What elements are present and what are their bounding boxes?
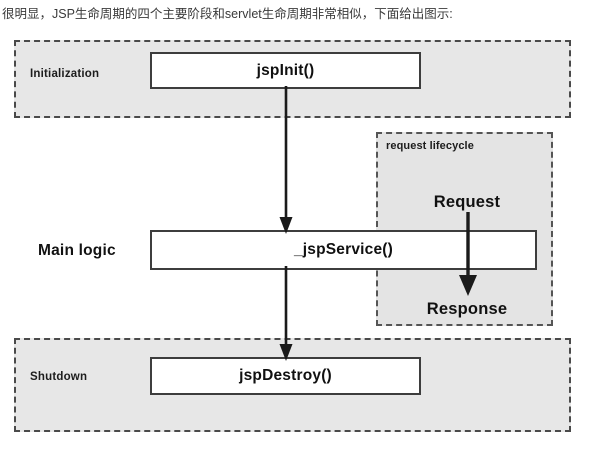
- stage-label-initialization: Initialization: [30, 68, 100, 80]
- method-box-jspinit-label: jspInit(): [256, 61, 315, 79]
- method-box-jspservice-label: _jspService(): [293, 241, 394, 258]
- method-box-jspinit: jspInit(): [150, 52, 421, 89]
- method-box-jspdestroy: jspDestroy(): [150, 357, 421, 395]
- jsp-lifecycle-diagram: Initialization jspInit() request lifecyc…: [0, 30, 600, 450]
- stage-label-main-logic: Main logic: [38, 242, 116, 259]
- page-caption: 很明显，JSP生命周期的四个主要阶段和servlet生命周期非常相似，下面给出图…: [2, 7, 453, 21]
- method-box-jspdestroy-label: jspDestroy(): [239, 367, 332, 384]
- stage-container-request-lifecycle: [376, 132, 553, 326]
- stage-label-shutdown: Shutdown: [30, 371, 88, 383]
- response-output-label: Response: [426, 300, 508, 318]
- stage-label-request-lifecycle: request lifecycle: [386, 140, 474, 152]
- request-input-label: Request: [433, 193, 501, 211]
- method-box-jspservice: _jspService(): [150, 230, 537, 270]
